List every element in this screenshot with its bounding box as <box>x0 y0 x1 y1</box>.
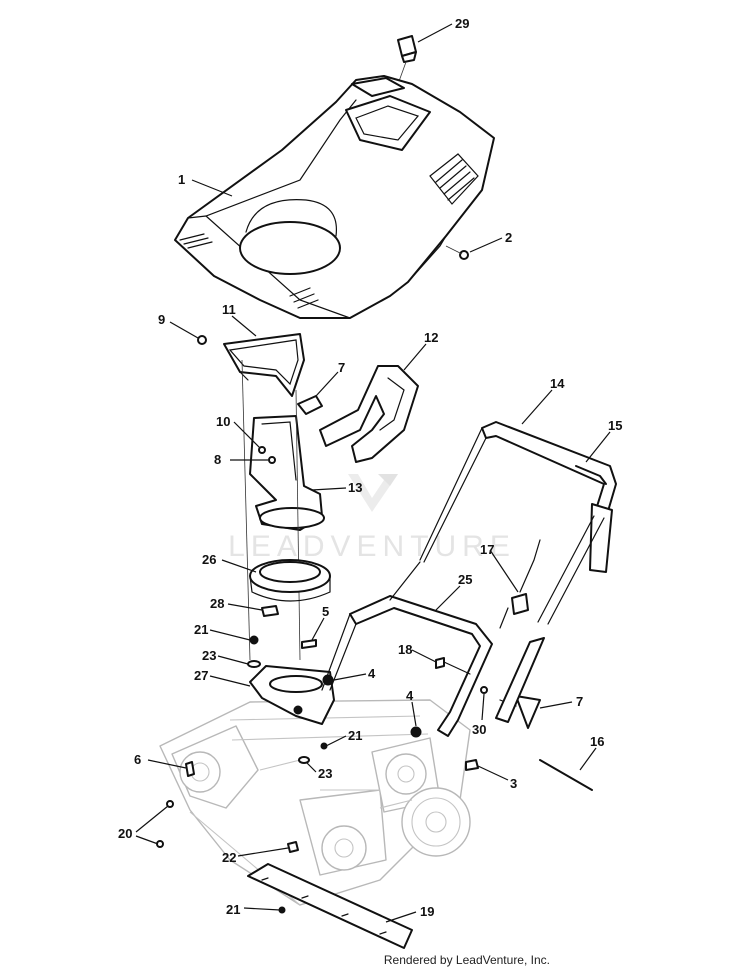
part-29-knob <box>397 35 417 85</box>
part-5-bolt <box>301 639 317 649</box>
callout-11: 11 <box>222 302 236 317</box>
callout-28: 28 <box>210 596 224 611</box>
callout-15: 15 <box>608 418 622 433</box>
auger-housing-ghost <box>159 699 471 906</box>
part-18-bolt <box>435 657 471 675</box>
callout-23-upper: 23 <box>202 648 216 663</box>
callout-labels: 29 1 2 9 11 12 7 14 15 10 8 13 17 26 25 … <box>118 16 622 919</box>
part-15-handle-grip <box>537 465 613 625</box>
part-19-scraper-bar <box>247 863 413 949</box>
callout-17: 17 <box>480 542 494 557</box>
callout-13: 13 <box>348 480 362 495</box>
callout-12: 12 <box>424 330 438 345</box>
part-7-wing-knob-upper <box>297 395 323 415</box>
part-1-shroud <box>174 75 495 319</box>
watermark-text: LEADVENTURE <box>228 530 516 563</box>
callout-21-middle: 21 <box>348 728 362 743</box>
part-27-chute-base <box>249 665 335 725</box>
credit-text: Rendered by LeadVenture, Inc. <box>383 953 550 967</box>
part-6-pin <box>185 761 195 777</box>
part-25-lower-handle <box>321 561 493 737</box>
callout-8: 8 <box>214 452 221 467</box>
callout-16: 16 <box>590 734 604 749</box>
part-9-nut <box>197 335 207 345</box>
callout-19: 19 <box>420 904 434 919</box>
part-26-chute-ring <box>249 559 331 602</box>
callout-7-upper: 7 <box>338 360 345 375</box>
part-4-nut-lower <box>410 726 422 738</box>
callout-21-upper: 21 <box>194 622 208 637</box>
callout-21-lower: 21 <box>226 902 240 917</box>
part-16-rod <box>539 759 593 791</box>
callout-4-lower: 4 <box>406 688 414 703</box>
callout-26: 26 <box>202 552 216 567</box>
part-13-discharge-chute <box>241 359 325 661</box>
callout-6: 6 <box>134 752 141 767</box>
handle-tube <box>495 637 545 723</box>
watermark: LEADVENTURE <box>228 474 516 563</box>
callout-27: 27 <box>194 668 208 683</box>
callout-9: 9 <box>158 312 165 327</box>
callout-22: 22 <box>222 850 236 865</box>
part-11-chute-deflector <box>223 333 305 397</box>
callout-3: 3 <box>510 776 517 791</box>
callout-20: 20 <box>118 826 132 841</box>
callout-14: 14 <box>550 376 565 391</box>
callout-29: 29 <box>455 16 469 31</box>
part-12-handle-bracket <box>319 365 419 463</box>
callout-5: 5 <box>322 604 329 619</box>
callout-2: 2 <box>505 230 512 245</box>
part-23-washer-upper <box>247 660 261 668</box>
callout-18: 18 <box>398 642 412 657</box>
part-2-screw <box>445 245 469 260</box>
part-3-bolt <box>465 759 479 771</box>
part-21-nut-upper <box>249 635 259 645</box>
part-23-washer-lower <box>298 756 310 764</box>
part-22-bolt <box>287 841 299 853</box>
callout-23-lower: 23 <box>318 766 332 781</box>
callout-25: 25 <box>458 572 472 587</box>
callout-10: 10 <box>216 414 230 429</box>
part-30-washer <box>480 686 488 694</box>
callout-30: 30 <box>472 722 486 737</box>
callout-4-upper: 4 <box>368 666 376 681</box>
callout-1: 1 <box>178 172 185 187</box>
leader-lines <box>135 23 611 923</box>
part-28-clip <box>261 605 279 617</box>
part-17-cable <box>499 539 541 629</box>
callout-7-lower: 7 <box>576 694 583 709</box>
